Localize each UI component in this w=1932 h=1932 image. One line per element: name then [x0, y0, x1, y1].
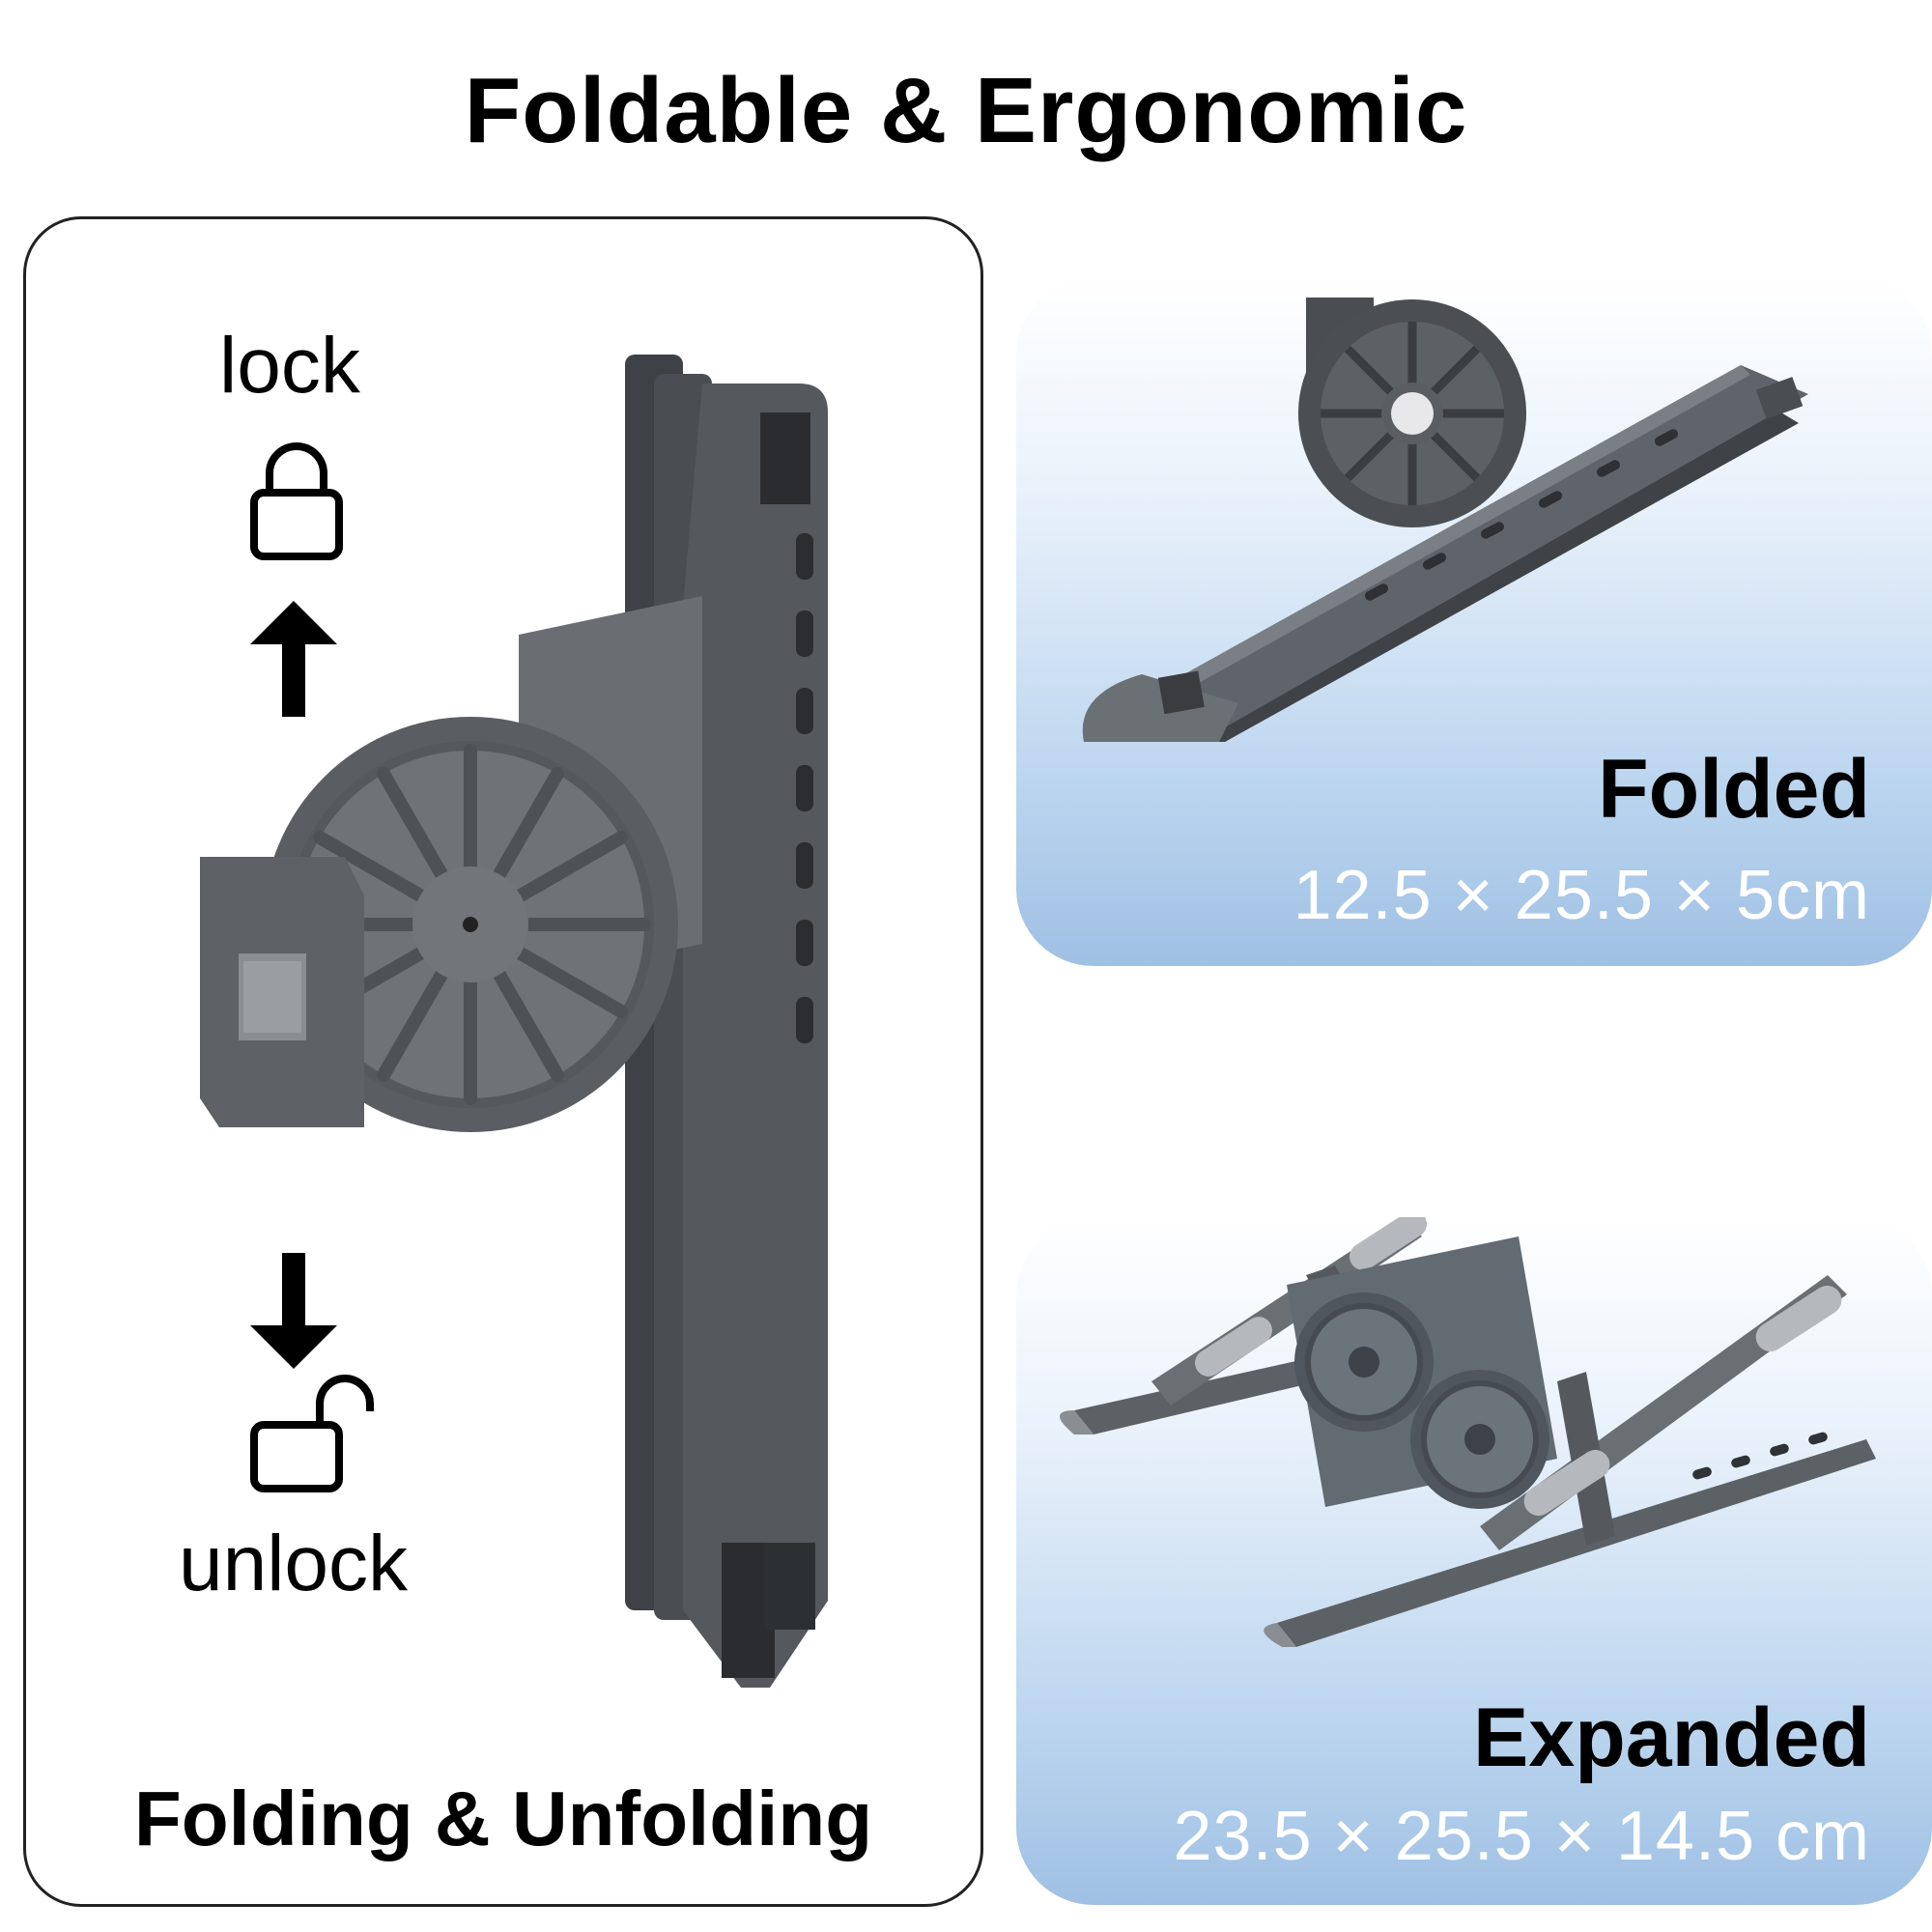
arrow-down-icon [250, 1253, 337, 1369]
lock-label: lock [219, 322, 360, 410]
expanded-stand-image [1060, 1217, 1876, 1647]
folded-dimensions: 12.5 × 25.5 × 5cm [1293, 857, 1870, 934]
unlock-icon [250, 1375, 374, 1492]
folded-stand-image [1082, 298, 1808, 742]
page-title: Foldable & Ergonomic [464, 59, 1468, 162]
expanded-dimensions: 23.5 × 25.5 × 14.5 cm [1173, 1798, 1870, 1875]
expanded-title: Expanded [1473, 1691, 1870, 1784]
folding-panel: lock [23, 216, 983, 1907]
lock-icon [250, 442, 343, 560]
unlock-label: unlock [179, 1520, 409, 1607]
folded-title: Folded [1598, 743, 1870, 836]
expanded-panel: Expanded 23.5 × 25.5 × 14.5 cm [1016, 1217, 1932, 1905]
folded-panel: Folded 12.5 × 25.5 × 5cm [1016, 278, 1932, 966]
folding-caption: Folding & Unfolding [133, 1776, 873, 1861]
folded-stand-image [200, 355, 828, 1688]
arrow-up-icon [250, 601, 337, 717]
